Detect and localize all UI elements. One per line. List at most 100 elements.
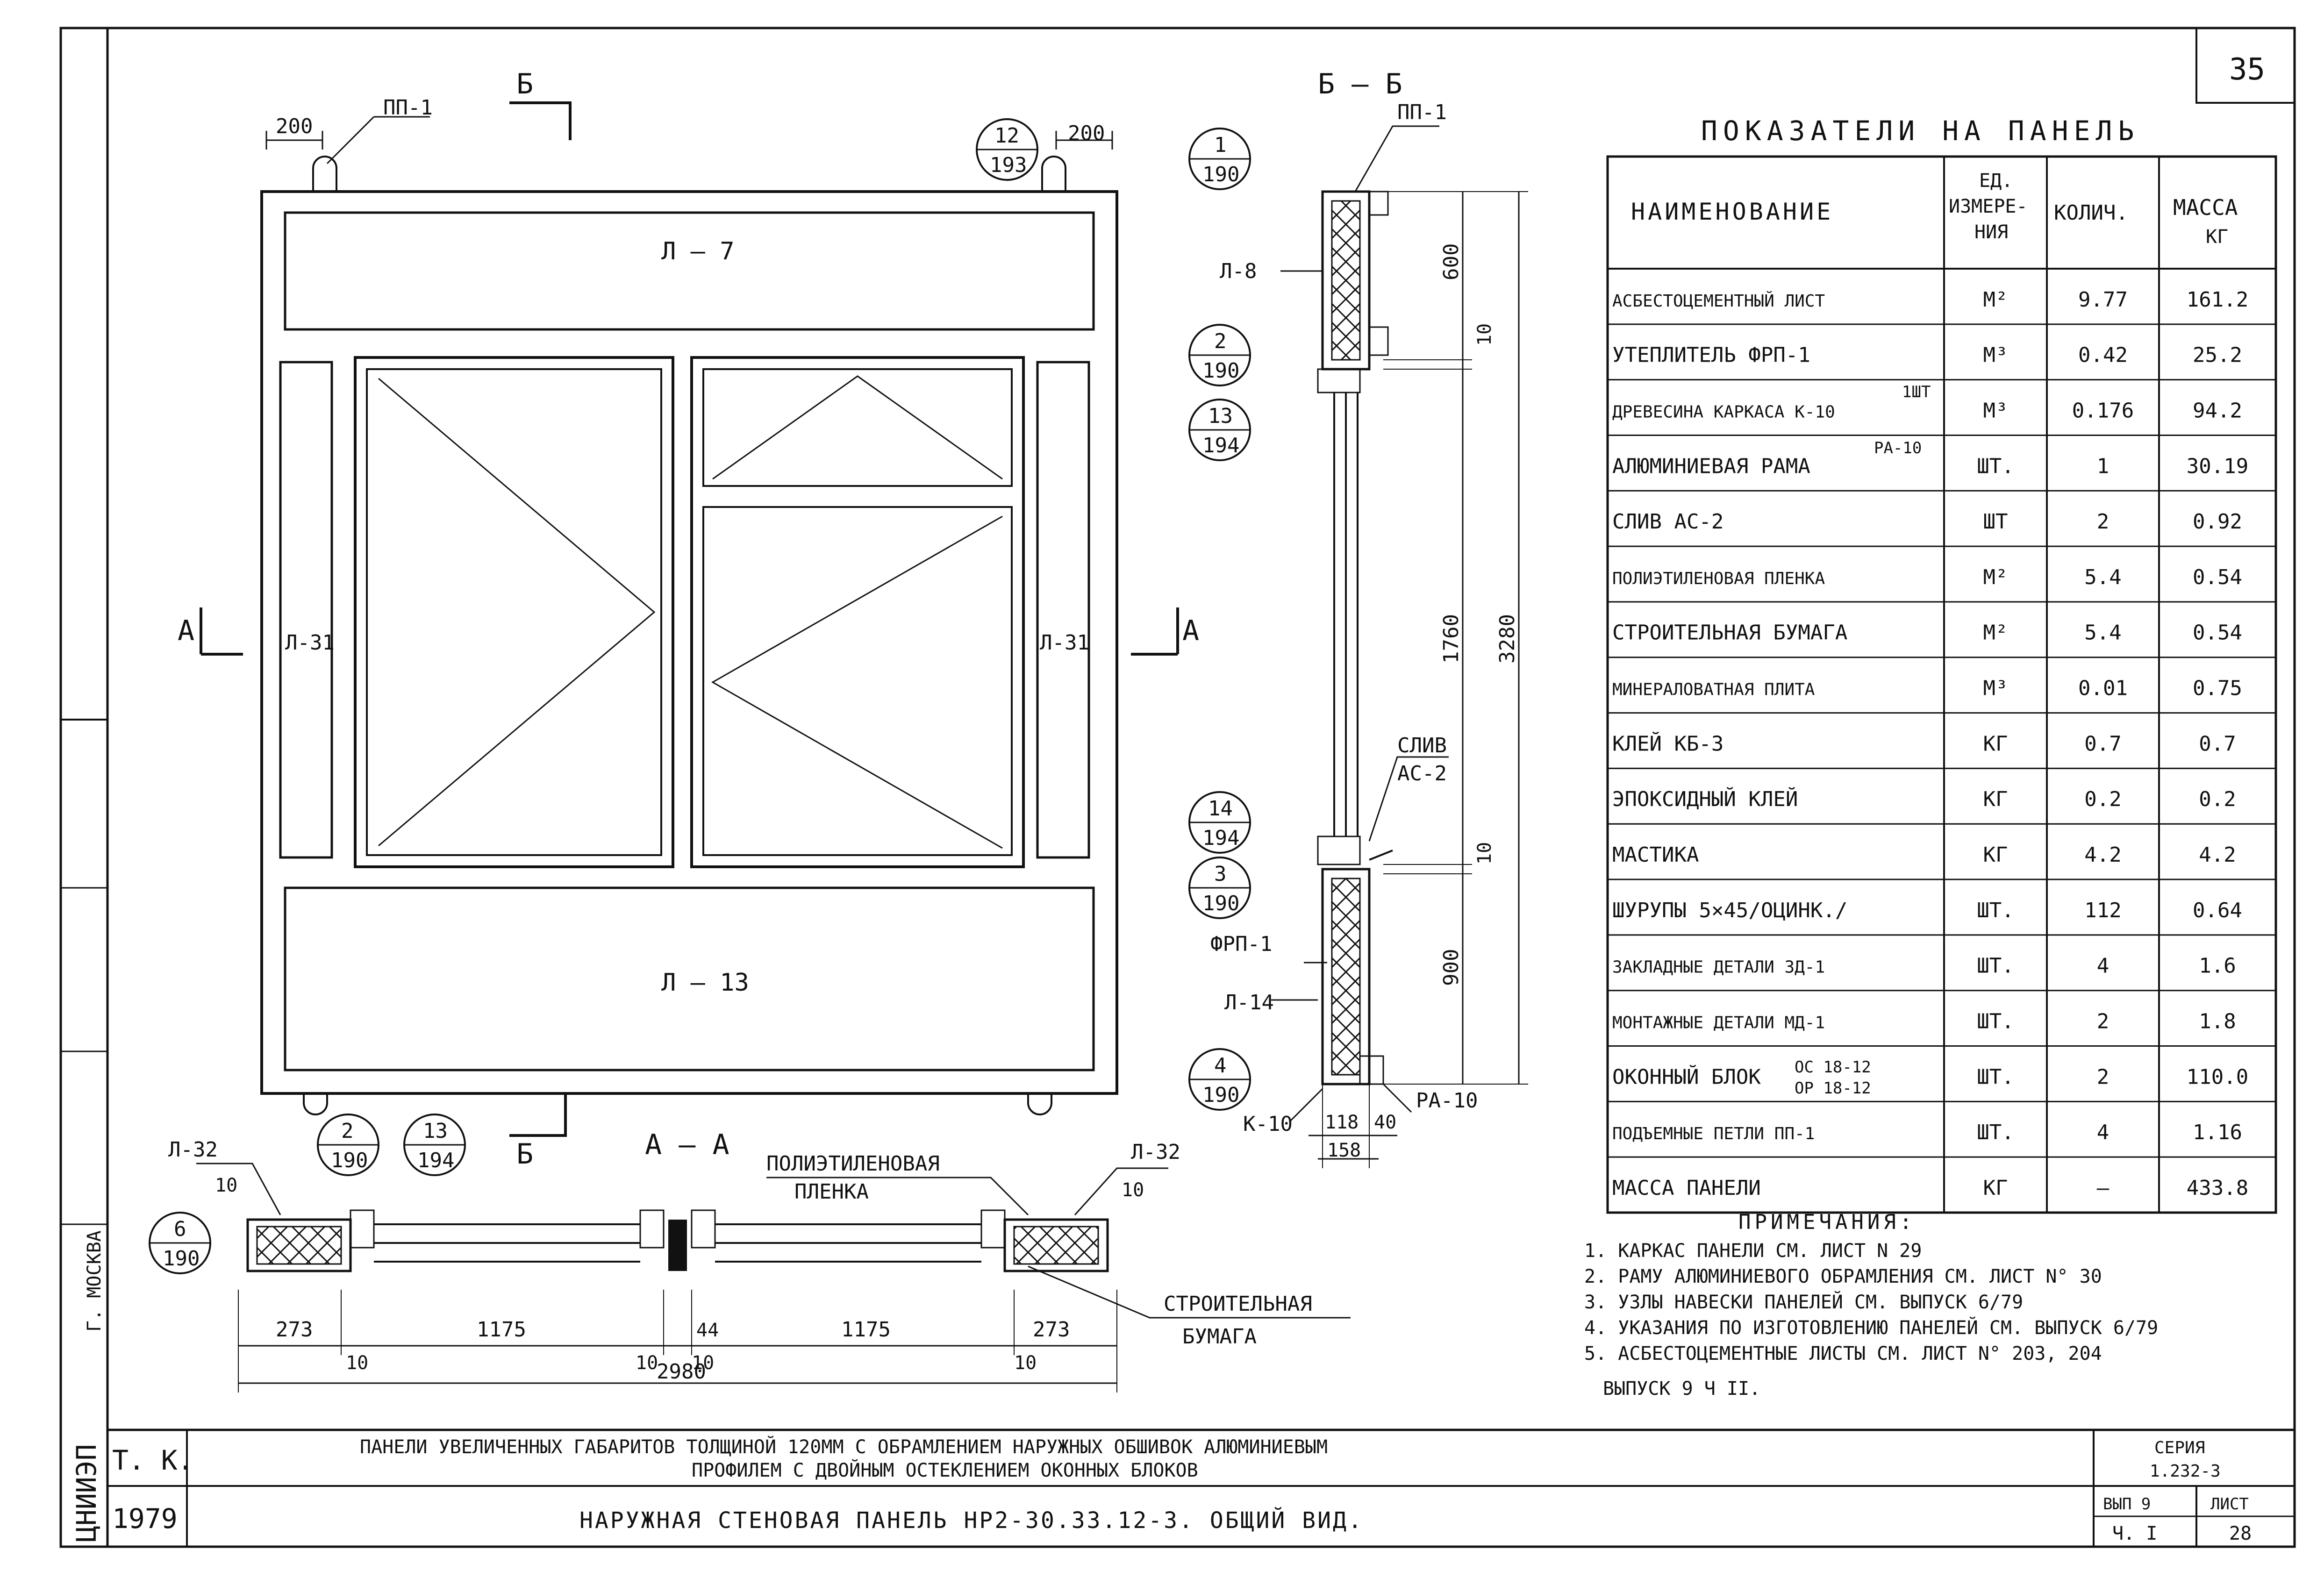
- table-cell-qty: —: [2097, 1176, 2109, 1200]
- dim-200-right: 200: [1068, 121, 1105, 145]
- aa-label-l32-right: Л-32: [1131, 1140, 1180, 1164]
- section-aa-title: А – А: [645, 1128, 729, 1161]
- table-cell-qty: 2: [2097, 510, 2109, 534]
- table-cell-qty: 0.2: [2084, 787, 2121, 811]
- table-cell-qty: 0.7: [2084, 732, 2121, 756]
- note-item: 3. УЗЛЫ НАВЕСКИ ПАНЕЛЕЙ СМ. ВЫПУСК 6/79: [1584, 1291, 2023, 1313]
- callout-13-194-top: 13: [423, 1119, 448, 1143]
- bb-callout-4-190: 4 190: [1188, 1048, 1251, 1111]
- table-cell-name: АСБЕСТОЦЕМЕНТНЫЙ ЛИСТ: [1612, 291, 1825, 311]
- bb-dim-600: 600: [1439, 243, 1463, 280]
- bb-label-l8: Л-8: [1220, 259, 1257, 283]
- sheet-number: 35: [2229, 52, 2265, 87]
- note-item: ВЫПУСК 9 Ч II.: [1603, 1378, 1760, 1399]
- bb-dim-1760: 1760: [1439, 614, 1463, 664]
- bb-callout-2-bottom: 190: [1202, 359, 1239, 383]
- aa-dim-10-right: 10: [1122, 1179, 1144, 1201]
- aa-label-l32-left: Л-32: [168, 1138, 218, 1162]
- table-cell-unit: ШТ.: [1977, 899, 2014, 922]
- table-cell-mass: 0.64: [2193, 899, 2242, 922]
- table-cell-name: МИНЕРАЛОВАТНАЯ ПЛИТА: [1612, 680, 1815, 700]
- table-cell-qty: 5.4: [2084, 621, 2121, 645]
- dim-200-left: 200: [276, 114, 313, 138]
- title-block-tk: Т. К.: [112, 1444, 194, 1476]
- table-cell-mass: 0.75: [2193, 677, 2242, 700]
- bb-callout-4-top: 4: [1214, 1054, 1227, 1078]
- aa-callout-6-bottom: 190: [163, 1247, 200, 1271]
- bb-dim-118: 118: [1325, 1112, 1359, 1133]
- bb-callout-1-top: 1: [1214, 133, 1227, 157]
- bb-callout-1-bottom: 190: [1202, 163, 1239, 186]
- callout-12-193-bottom: 193: [990, 153, 1027, 177]
- section-mark-a-right: А: [1182, 614, 1199, 647]
- table-sup-1sht: 1ШТ: [1902, 383, 1931, 401]
- section-aa-drawing: [196, 1163, 1351, 1392]
- table-cell-unit: ШТ: [1983, 510, 2008, 534]
- table-cell-name: МОНТАЖНЫЕ ДЕТАЛИ МД-1: [1612, 1014, 1825, 1033]
- bb-callout-13-top: 13: [1208, 404, 1233, 428]
- bb-callout-14-top: 14: [1208, 797, 1233, 821]
- aa-dim-1175-right: 1175: [841, 1318, 891, 1342]
- table-cell-mass: 4.2: [2199, 843, 2236, 867]
- section-mark-b-bottom: Б: [516, 1138, 533, 1171]
- aa-label-paper-2: БУМАГА: [1182, 1325, 1257, 1349]
- title-block-list-label: ЛИСТ: [2210, 1495, 2249, 1514]
- table-sup-ra10: РА-10: [1874, 439, 1922, 457]
- title-block-vyp-value: Ч. I: [2112, 1523, 2157, 1544]
- table-cell-mass: 30.19: [2187, 454, 2248, 478]
- table-cell-mass: 0.2: [2199, 787, 2236, 811]
- table-title: ПОКАЗАТЕЛИ НА ПАНЕЛЬ: [1701, 115, 2139, 147]
- table-header-qty: КОЛИЧ.: [2054, 201, 2128, 225]
- table-cell-unit: КГ: [1983, 1176, 2008, 1200]
- notes-title: ПРИМЕЧАНИЯ:: [1738, 1210, 1916, 1234]
- callout-2-190-top: 2: [341, 1119, 354, 1143]
- sheet-frame: [59, 27, 2296, 1548]
- table-cell-qty: 112: [2084, 899, 2121, 922]
- bb-callout-14-194: 14 194: [1188, 791, 1251, 854]
- section-bb-drawing: [1271, 125, 1528, 1168]
- table-cell-mass: 1.8: [2199, 1010, 2236, 1034]
- table-window-sub-2: ОР 18-12: [1795, 1079, 1871, 1098]
- section-mark-b-top: Б: [516, 68, 533, 100]
- callout-13-194-bottom: 194: [417, 1149, 454, 1172]
- panel-elevation: [200, 101, 1179, 1137]
- table-cell-name: ПОЛИЭТИЛЕНОВАЯ ПЛЕНКА: [1612, 569, 1825, 588]
- table-cell-qty: 0.176: [2072, 399, 2134, 422]
- table-cell-mass: 0.54: [2193, 565, 2242, 589]
- callout-2-190-bottom: 190: [331, 1149, 368, 1172]
- table-cell-unit: М³: [1983, 343, 2008, 367]
- bb-label-sliv: СЛИВ: [1397, 734, 1447, 757]
- callout-13-194: 13 194: [403, 1114, 466, 1176]
- title-block-series-value: 1.232-3: [2150, 1462, 2221, 1481]
- table-cell-mass: 1.16: [2193, 1121, 2242, 1144]
- aa-dim-total: 2980: [657, 1360, 706, 1384]
- bb-callout-3-bottom: 190: [1202, 892, 1239, 915]
- aa-dim-10-a: 10: [346, 1352, 368, 1374]
- table-cell-unit: КГ: [1983, 787, 2008, 811]
- table-cell-name: ОКОННЫЙ БЛОК: [1612, 1064, 1761, 1089]
- table-cell-qty: 4.2: [2084, 843, 2121, 867]
- bb-label-ra10: РА-10: [1416, 1089, 1478, 1113]
- title-block-line-1: ПАНЕЛИ УВЕЛИЧЕННЫХ ГАБАРИТОВ ТОЛЩИНОЙ 12…: [360, 1435, 1328, 1458]
- table-cell-mass: 161.2: [2187, 288, 2248, 312]
- title-block-sheet-title: НАРУЖНАЯ СТЕНОВАЯ ПАНЕЛЬ НР2-30.33.12-3.…: [579, 1507, 1364, 1534]
- table-cell-qty: 1: [2097, 454, 2109, 478]
- aa-label-poly-2: ПЛЕНКА: [794, 1180, 869, 1204]
- bb-dim-10a: 10: [1474, 323, 1495, 346]
- aa-dim-10-c: 10: [692, 1352, 714, 1374]
- table-cell-unit: КГ: [1983, 843, 2008, 867]
- title-block-line-2: ПРОФИЛЕМ С ДВОЙНЫМ ОСТЕКЛЕНИЕМ ОКОННЫХ Б…: [692, 1459, 1198, 1481]
- aa-dim-44: 44: [696, 1320, 719, 1341]
- table-cell-unit: ШТ.: [1977, 954, 2014, 978]
- title-block-series-label: СЕРИЯ: [2154, 1438, 2205, 1457]
- bb-callout-1-190: 1 190: [1188, 128, 1251, 190]
- title-block-vyp-label: ВЫП 9: [2103, 1495, 2151, 1514]
- note-item: 4. УКАЗАНИЯ ПО ИЗГОТОВЛЕНИЮ ПАНЕЛЕЙ СМ. …: [1584, 1316, 2158, 1339]
- table-cell-mass: 110.0: [2187, 1065, 2248, 1089]
